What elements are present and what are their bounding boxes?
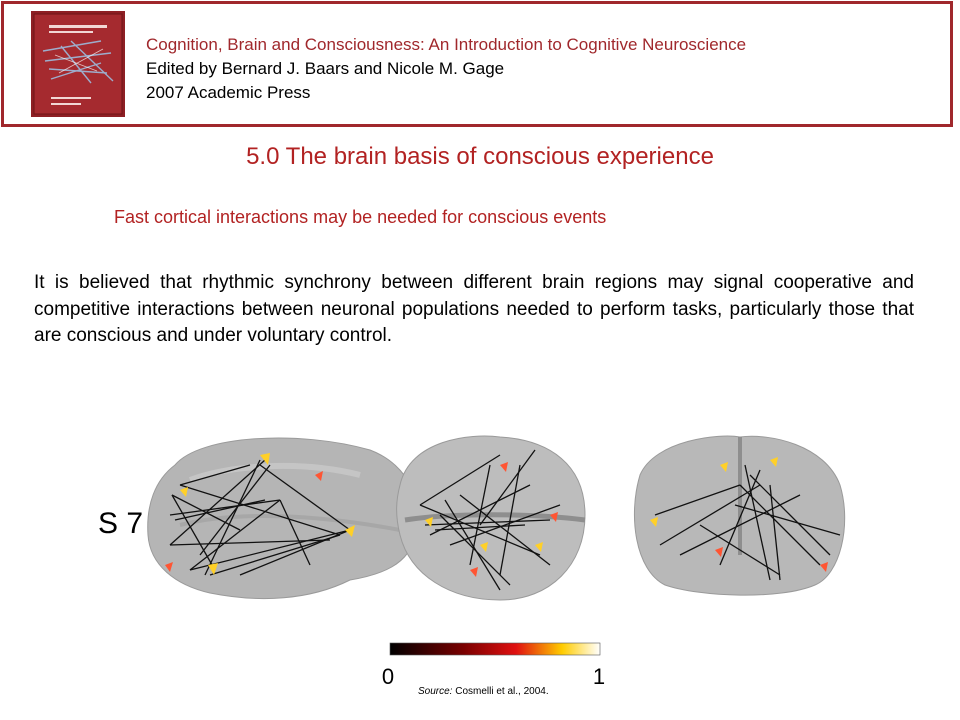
book-title: Cognition, Brain and Consciousness: An I… [146, 35, 747, 54]
book-publisher: 2007 Academic Press [146, 83, 311, 102]
brain-axial-view [396, 435, 586, 601]
subject-label: S 7 [98, 507, 143, 540]
figure-source: Source: Cosmelli et al., 2004. [418, 686, 549, 697]
book-editors: Edited by Bernard J. Baars and Nicole M.… [146, 59, 505, 78]
book-cover-image [31, 11, 125, 117]
brain-sagittal-view [147, 437, 419, 600]
colorbar-min-label: 0 [382, 664, 394, 689]
slide-subtitle: Fast cortical interactions may be needed… [114, 207, 607, 227]
source-citation: Cosmelli et al., 2004. [455, 686, 549, 697]
book-reference: Cognition, Brain and Consciousness: An I… [146, 33, 746, 105]
source-label: Source: [418, 686, 453, 697]
brain-coronal-view [633, 435, 846, 596]
header-frame [1, 1, 953, 127]
colorbar-max-label: 1 [593, 664, 605, 689]
body-paragraph: It is believed that rhythmic synchrony b… [34, 272, 914, 346]
colorbar [389, 642, 601, 656]
brain-synchrony-figure: S 7 [98, 435, 846, 689]
slide-title: 5.0 The brain basis of conscious experie… [246, 143, 714, 170]
